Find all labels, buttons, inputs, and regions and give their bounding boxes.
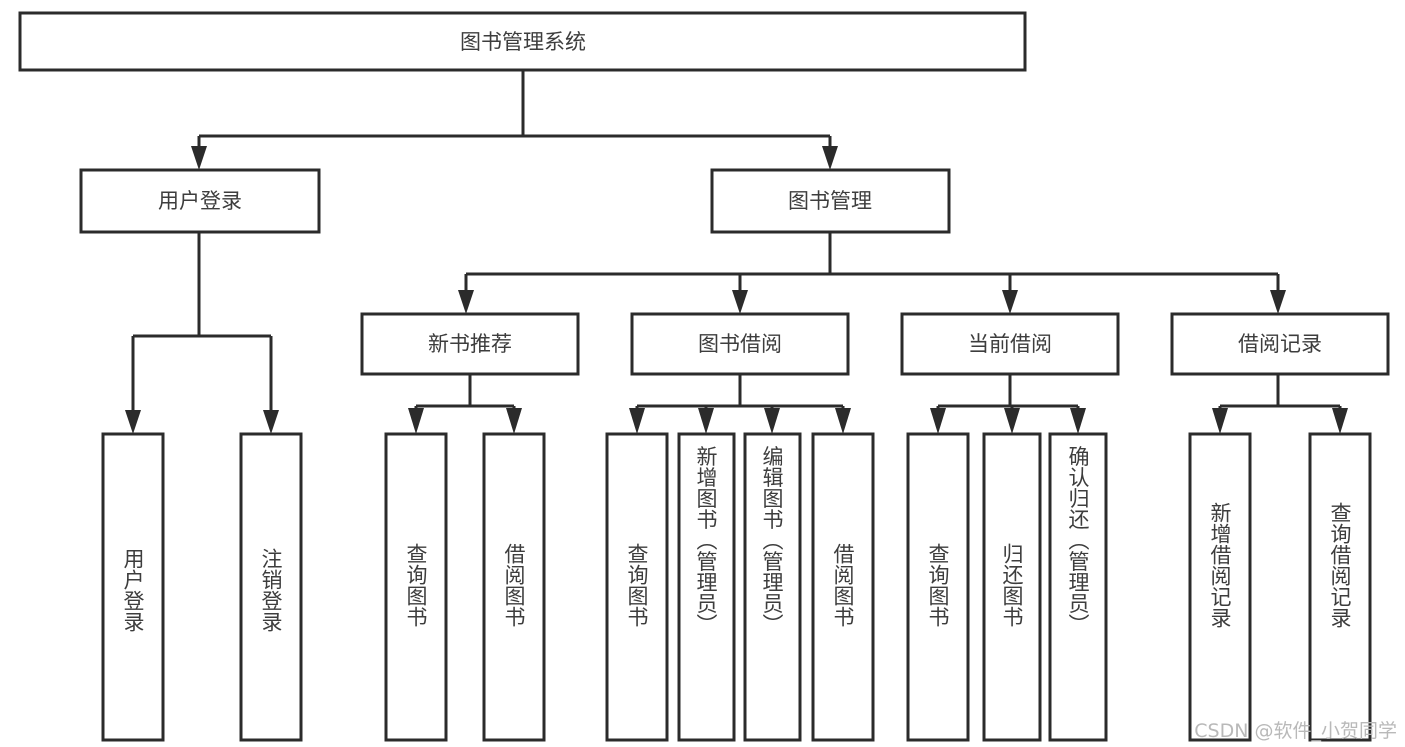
leaf-borrow-book-box[interactable] — [811, 432, 875, 742]
leaf-user-login-label: 用户登录 — [121, 548, 145, 632]
leaf-query-book-borrow-label: 查询图书 — [625, 543, 649, 627]
leaf-query-book-borrow[interactable]: 查询图书 — [605, 432, 669, 742]
leaf-user-login-box[interactable] — [101, 432, 165, 742]
leaf-query-book-current-label: 查询图书 — [926, 543, 950, 627]
node-new-book-recommend-box[interactable] — [360, 312, 580, 376]
leaf-add-book-admin[interactable]: 新增图书（管理员） — [677, 432, 736, 742]
leaf-query-book-current[interactable]: 查询图书 — [906, 432, 970, 742]
connector-group-root — [191, 70, 838, 170]
leaf-confirm-return-admin[interactable]: 确认归还（管理员） — [1048, 432, 1108, 742]
leaf-borrow-book[interactable]: 借阅图书 — [811, 432, 875, 742]
node-borrow-record-box[interactable] — [1170, 312, 1390, 376]
connector-group-new-book — [408, 374, 522, 434]
node-user-login-label: 用户登录 — [158, 189, 242, 213]
connector-group-borrow-record — [1212, 374, 1348, 434]
arrow-book-to-current — [1002, 290, 1018, 314]
leaf-query-borrow-record-box[interactable] — [1308, 432, 1372, 742]
node-root-system[interactable]: 图书管理系统 — [18, 11, 1027, 72]
arrow-book-to-newbook — [458, 290, 474, 314]
leaf-return-book-box[interactable] — [982, 432, 1042, 742]
leaf-confirm-return-admin-box[interactable] — [1048, 432, 1108, 742]
leaf-borrow-book-recommend[interactable]: 借阅图书 — [482, 432, 546, 742]
leaf-borrow-book-label: 借阅图书 — [831, 543, 855, 627]
node-current-borrow[interactable]: 当前借阅 — [900, 312, 1120, 376]
node-current-borrow-box[interactable] — [900, 312, 1120, 376]
arrow-borrow-leaf-2 — [698, 408, 714, 434]
arrow-current-leaf-1 — [930, 408, 946, 434]
node-root-label: 图书管理系统 — [460, 30, 586, 54]
node-book-management[interactable]: 图书管理 — [710, 168, 951, 234]
node-book-management-label: 图书管理 — [788, 189, 872, 213]
leaf-query-book-recommend[interactable]: 查询图书 — [384, 432, 448, 742]
leaf-user-logout-label: 注销登录 — [259, 548, 283, 632]
leaf-query-book-current-box[interactable] — [906, 432, 970, 742]
leaf-edit-book-admin-box[interactable] — [743, 432, 802, 742]
arrow-book-to-record — [1270, 290, 1286, 314]
leaf-query-book-borrow-box[interactable] — [605, 432, 669, 742]
leaf-add-borrow-record[interactable]: 新增借阅记录 — [1188, 432, 1252, 742]
leaf-borrow-book-recommend-box[interactable] — [482, 432, 546, 742]
connector-group-book-borrow — [629, 374, 851, 434]
leaf-user-logout[interactable]: 注销登录 — [239, 432, 303, 742]
leaf-edit-book-admin[interactable]: 编辑图书（管理员） — [743, 432, 802, 742]
arrow-root-to-user — [191, 146, 207, 170]
arrow-newbook-leaf-2 — [506, 408, 522, 434]
leaf-confirm-return-admin-label: 确认归还（管理员） — [1066, 446, 1090, 635]
leaf-add-book-admin-label: 新增图书（管理员） — [694, 446, 718, 635]
leaf-user-logout-box[interactable] — [239, 432, 303, 742]
arrow-borrow-leaf-1 — [629, 408, 645, 434]
node-borrow-record-label: 借阅记录 — [1238, 332, 1322, 356]
node-book-management-box[interactable] — [710, 168, 951, 234]
node-user-login-box[interactable] — [79, 168, 321, 234]
arrow-newbook-leaf-1 — [408, 408, 424, 434]
node-borrow-record[interactable]: 借阅记录 — [1170, 312, 1390, 376]
arrow-book-to-borrow — [732, 290, 748, 314]
leaf-add-borrow-record-label: 新增借阅记录 — [1208, 502, 1232, 628]
csdn-watermark: CSDN @软件_小贺同学 — [1194, 720, 1397, 742]
leaf-query-borrow-record[interactable]: 查询借阅记录 — [1308, 432, 1372, 742]
leaf-query-book-recommend-label: 查询图书 — [404, 543, 428, 627]
node-current-borrow-label: 当前借阅 — [968, 332, 1052, 356]
arrow-user-leaf-2 — [263, 410, 279, 434]
arrow-root-to-book — [822, 146, 838, 170]
leaf-user-login[interactable]: 用户登录 — [101, 432, 165, 742]
node-new-book-recommend-label: 新书推荐 — [428, 332, 512, 356]
connector-group-current-borrow — [930, 374, 1086, 434]
leaf-add-borrow-record-box[interactable] — [1188, 432, 1252, 742]
arrow-current-leaf-2 — [1004, 408, 1020, 434]
arrow-record-leaf-1 — [1212, 408, 1228, 434]
arrow-user-leaf-1 — [125, 410, 141, 434]
node-new-book-recommend[interactable]: 新书推荐 — [360, 312, 580, 376]
arrow-record-leaf-2 — [1332, 408, 1348, 434]
node-book-borrow-label: 图书借阅 — [698, 332, 782, 356]
leaf-add-book-admin-box[interactable] — [677, 432, 736, 742]
leaf-query-borrow-record-label: 查询借阅记录 — [1328, 502, 1352, 628]
arrow-borrow-leaf-3 — [764, 408, 780, 434]
leaf-query-book-recommend-box[interactable] — [384, 432, 448, 742]
node-root-box[interactable] — [18, 11, 1027, 72]
leaf-edit-book-admin-label: 编辑图书（管理员） — [760, 446, 784, 635]
leaf-borrow-book-recommend-label: 借阅图书 — [502, 543, 526, 627]
leaf-return-book[interactable]: 归还图书 — [982, 432, 1042, 742]
arrow-borrow-leaf-4 — [835, 408, 851, 434]
arrow-current-leaf-3 — [1070, 408, 1086, 434]
node-user-login[interactable]: 用户登录 — [79, 168, 321, 234]
node-book-borrow-box[interactable] — [630, 312, 850, 376]
connector-group-user-login — [125, 232, 279, 434]
leaf-return-book-label: 归还图书 — [1000, 543, 1024, 627]
connector-group-book-management — [458, 232, 1286, 314]
node-book-borrow[interactable]: 图书借阅 — [630, 312, 850, 376]
